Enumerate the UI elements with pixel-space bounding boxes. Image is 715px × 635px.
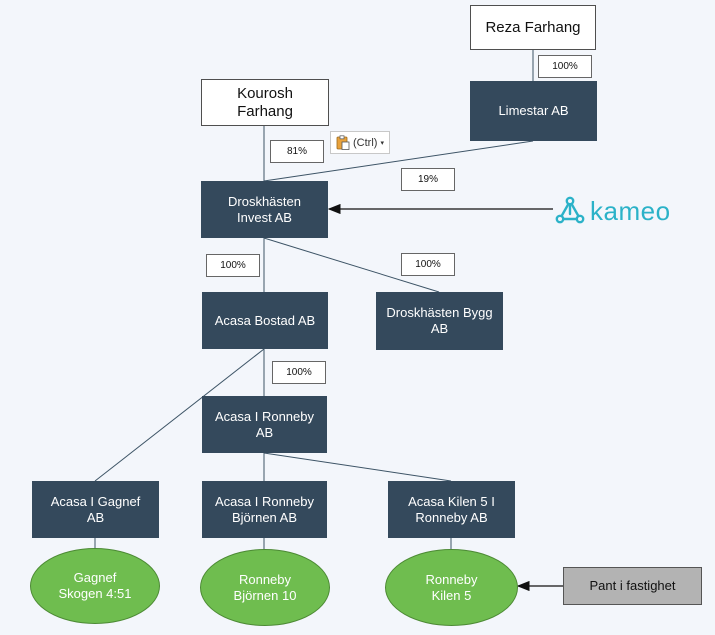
node-ronneby-kilen: Ronneby Kilen 5	[385, 549, 518, 626]
node-acasa-ronneby-bjornen-ab: Acasa I Ronneby Björnen AB	[202, 481, 327, 538]
node-kourosh-farhang: Kourosh Farhang	[201, 79, 329, 126]
node-limestar-ab: Limestar AB	[470, 81, 597, 141]
paste-options-button[interactable]: (Ctrl) ▾	[330, 131, 390, 154]
ownership-invest-bygg: 100%	[401, 253, 455, 276]
node-gagnef-skogen: Gagnef Skogen 4:51	[30, 548, 160, 624]
node-acasa-ronneby-ab: Acasa I Ronneby AB	[202, 396, 327, 453]
ownership-limestar-invest: 19%	[401, 168, 455, 191]
node-acasa-kilen-ronneby-ab: Acasa Kilen 5 I Ronneby AB	[388, 481, 515, 538]
node-pant-i-fastighet: Pant i fastighet	[563, 567, 702, 605]
node-droskhasten-invest-ab: Droskhästen Invest AB	[201, 181, 328, 238]
edge-ronneby-kilen	[263, 452, 452, 482]
node-acasa-bostad-ab: Acasa Bostad AB	[202, 292, 328, 349]
edge-bostad-gagnef	[94, 348, 265, 482]
node-ronneby-bjornen: Ronneby Björnen 10	[200, 549, 330, 626]
edge-invest-bygg	[263, 237, 440, 293]
ownership-reza-limestar: 100%	[538, 55, 592, 78]
node-droskhasten-bygg-ab: Droskhästen Bygg AB	[376, 292, 503, 350]
ownership-bostad-ronneby: 100%	[272, 361, 326, 384]
ownership-kourosh-invest: 81%	[270, 140, 324, 163]
node-reza-farhang: Reza Farhang	[470, 5, 596, 50]
node-acasa-gagnef-ab: Acasa I Gagnef AB	[32, 481, 159, 538]
kameo-logo-text: kameo	[590, 196, 671, 226]
dropdown-arrow-icon: ▾	[380, 139, 384, 147]
clipboard-icon	[336, 135, 350, 150]
ownership-invest-bostad: 100%	[206, 254, 260, 277]
paste-options-label: (Ctrl)	[353, 136, 378, 149]
edge-limestar-invest	[263, 140, 534, 182]
kameo-logo-icon	[555, 196, 585, 224]
kameo-logo: kameo	[555, 193, 671, 229]
